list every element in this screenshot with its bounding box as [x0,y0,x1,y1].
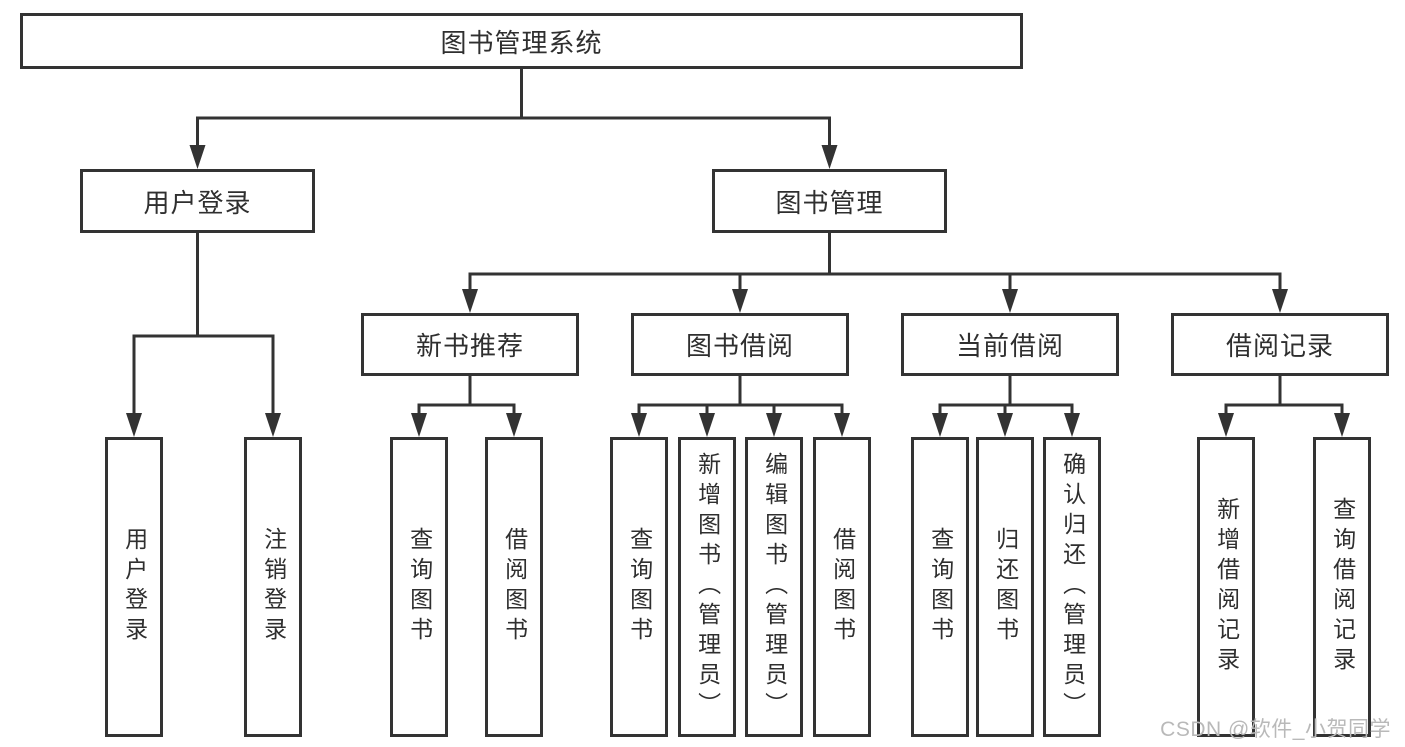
node-new-books-label: 新书推荐 [415,331,524,361]
node-edit-book-admin: 编辑图书（管理员） [745,437,803,737]
node-root-label: 图书管理系统 [440,27,603,58]
node-logout-leaf-label: 注销登录 [260,527,287,647]
node-user-login-leaf: 用户登录 [105,437,163,737]
node-borrow-records-label: 借阅记录 [1225,331,1334,361]
node-user-login-label: 用户登录 [143,187,252,218]
node-book-borrow-label: 图书借阅 [685,331,794,361]
csdn-watermark: CSDN @软件_小贺同学 [1160,718,1391,741]
node-edit-book-admin-label: 编辑图书（管理员） [761,452,788,722]
node-borrow-books-newbooks-label: 借阅图书 [501,527,528,647]
node-book-mgmt: 图书管理 [712,169,947,233]
node-return-book-label: 归还图书 [992,527,1019,647]
node-user-login-leaf-label: 用户登录 [121,527,148,647]
node-borrow-books-borrow: 借阅图书 [813,437,871,737]
node-logout-leaf: 注销登录 [244,437,302,737]
node-query-borrow-record: 查询借阅记录 [1313,437,1371,737]
node-add-book-admin: 新增图书（管理员） [678,437,736,737]
node-query-books-current: 查询图书 [911,437,969,737]
node-book-mgmt-label: 图书管理 [775,187,884,218]
node-root: 图书管理系统 [20,13,1023,69]
node-query-borrow-record-label: 查询借阅记录 [1329,497,1356,677]
node-add-borrow-record: 新增借阅记录 [1197,437,1255,737]
node-book-borrow: 图书借阅 [631,313,849,376]
node-current-borrow-label: 当前借阅 [955,331,1064,361]
node-confirm-return-admin-label: 确认归还（管理员） [1059,452,1086,722]
node-user-login: 用户登录 [80,169,315,233]
node-new-books: 新书推荐 [361,313,579,376]
node-borrow-books-borrow-label: 借阅图书 [829,527,856,647]
node-current-borrow: 当前借阅 [901,313,1119,376]
node-query-books-borrow: 查询图书 [610,437,668,737]
node-borrow-records: 借阅记录 [1171,313,1389,376]
node-borrow-books-newbooks: 借阅图书 [485,437,543,737]
node-confirm-return-admin: 确认归还（管理员） [1043,437,1101,737]
node-return-book: 归还图书 [976,437,1034,737]
node-query-books-current-label: 查询图书 [927,527,954,647]
node-add-book-admin-label: 新增图书（管理员） [694,452,721,722]
node-query-books-newbooks: 查询图书 [390,437,448,737]
node-add-borrow-record-label: 新增借阅记录 [1213,497,1240,677]
node-query-books-newbooks-label: 查询图书 [406,527,433,647]
node-query-books-borrow-label: 查询图书 [626,527,653,647]
